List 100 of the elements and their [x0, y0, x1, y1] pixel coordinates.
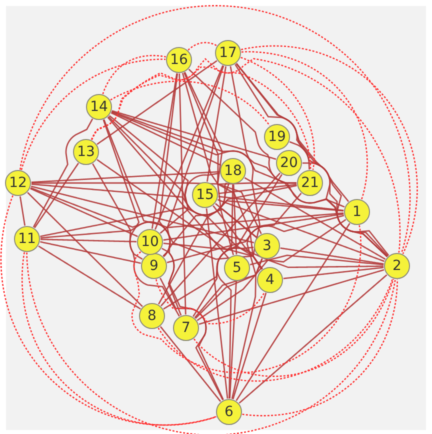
node-label: 11 — [18, 232, 36, 246]
dotted-arc-connector — [188, 42, 217, 51]
connector-line — [111, 111, 345, 208]
node-label: 16 — [170, 53, 188, 67]
dotted-arc-connector — [19, 5, 411, 254]
connector-line — [218, 196, 344, 212]
connector-line — [232, 292, 267, 400]
connector-line — [40, 184, 297, 238]
dotted-arc-connector — [0, 195, 216, 426]
connector-line — [283, 266, 384, 280]
connector-line — [236, 63, 350, 202]
connector-line — [27, 192, 143, 307]
node-label: 4 — [266, 273, 274, 287]
dotted-arc-connector — [240, 45, 418, 254]
connector-line — [163, 242, 384, 266]
connector-line — [302, 162, 388, 258]
connector-line — [216, 184, 234, 399]
connector-line — [160, 278, 224, 400]
dotted-arc-connector — [91, 58, 401, 253]
connector-line — [163, 246, 254, 310]
connector-line — [232, 184, 238, 255]
node-label: 21 — [301, 176, 319, 190]
dotted-arc-connector — [20, 58, 166, 170]
node-label: 15 — [196, 188, 214, 202]
dotted-arc-connector — [156, 279, 265, 324]
connector-line — [158, 73, 178, 257]
node-label: 17 — [219, 46, 237, 60]
connector-line — [40, 241, 141, 264]
connector-line — [40, 212, 344, 239]
connector-line — [38, 245, 141, 310]
connector-line — [160, 172, 281, 306]
dotted-arc-connector — [242, 280, 398, 416]
connector-line — [182, 72, 234, 256]
connector-line — [236, 63, 390, 256]
node-label: 10 — [141, 235, 159, 249]
connector-line — [163, 213, 344, 241]
connector-line — [194, 258, 263, 319]
connector-line — [96, 159, 263, 270]
connector-line — [206, 208, 228, 399]
connector-line — [238, 274, 388, 404]
dotted-arc-connector — [158, 278, 394, 382]
connector-line — [32, 182, 296, 185]
connector-line — [206, 66, 227, 182]
connector-line — [92, 163, 180, 317]
connector-line — [162, 248, 224, 400]
connector-line — [192, 174, 282, 317]
node-label: 12 — [9, 176, 27, 190]
connector-line — [162, 66, 224, 257]
connector-line — [151, 73, 178, 229]
node-label: 19 — [268, 130, 286, 144]
connector-line — [229, 281, 237, 399]
dotted-arc-connector — [102, 54, 166, 94]
connector-line — [280, 247, 384, 265]
connector-line — [250, 259, 384, 268]
connector-line — [184, 72, 262, 234]
connector-line — [31, 183, 344, 216]
node-label: 18 — [224, 164, 242, 178]
dotted-arc-connector — [26, 252, 396, 434]
connector-line — [194, 192, 302, 318]
node-label: 7 — [182, 321, 190, 335]
node-label: 5 — [232, 261, 242, 275]
connector-line — [178, 73, 186, 315]
connector-line — [30, 188, 138, 238]
connector-line — [30, 186, 254, 244]
node-label: 6 — [224, 405, 234, 419]
node-label: 2 — [392, 259, 402, 273]
dotted-arc-connector — [110, 80, 270, 126]
connector-line — [188, 68, 388, 258]
connector-line — [166, 214, 344, 264]
connector-line — [217, 199, 385, 262]
connector-line — [154, 65, 224, 230]
node-label: 13 — [77, 145, 95, 159]
node-label: 3 — [262, 239, 272, 253]
connector-line — [103, 119, 182, 316]
connector-line — [218, 184, 297, 194]
node-label: 8 — [148, 309, 156, 323]
connector-line — [19, 196, 26, 226]
connector-line — [158, 182, 228, 305]
connector-line — [234, 64, 310, 170]
connector-line — [212, 205, 262, 270]
connector-line — [244, 177, 386, 260]
connector-line — [289, 141, 388, 257]
connector-line — [214, 203, 258, 238]
node-label: 14 — [90, 100, 108, 114]
dotted-arc-connector — [90, 66, 312, 170]
node-label: 1 — [352, 205, 362, 219]
connector-line — [34, 162, 79, 228]
connector-line — [40, 238, 137, 242]
dotted-arc-connector — [131, 225, 362, 374]
connector-line — [198, 269, 384, 325]
dotted-arc-connector — [241, 51, 368, 200]
connector-line — [160, 326, 222, 402]
dotted-arc-connector — [193, 278, 394, 377]
node-label: 20 — [280, 156, 298, 170]
connector-line — [102, 120, 143, 260]
connector-line — [96, 60, 218, 145]
connector-line — [31, 171, 220, 183]
connector-line — [160, 172, 220, 234]
connector-line — [32, 118, 94, 228]
connector-line — [107, 116, 229, 258]
